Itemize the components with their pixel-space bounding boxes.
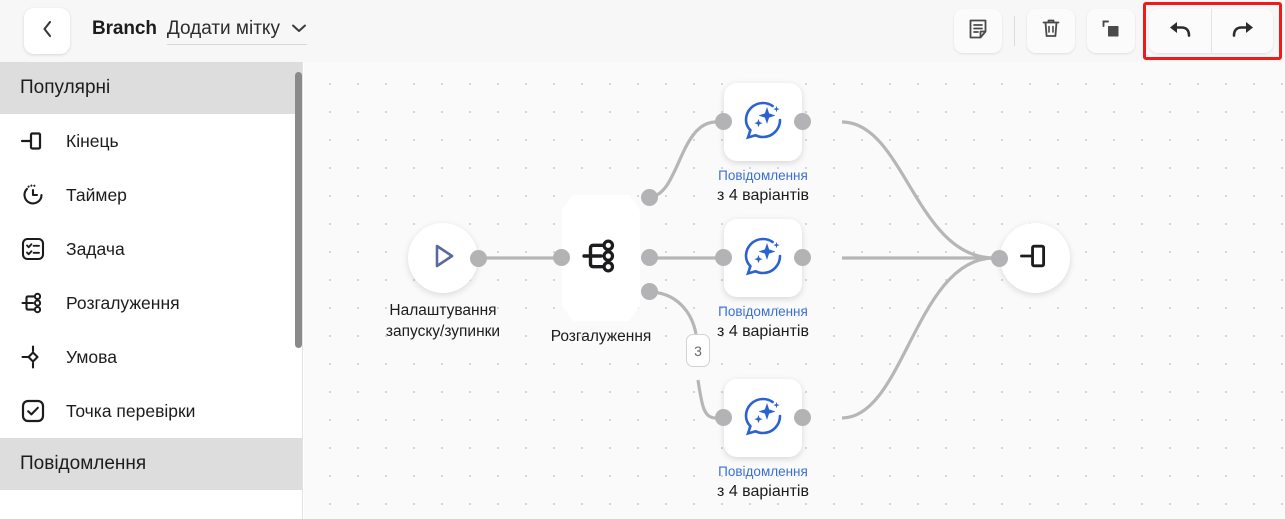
message-bottom-input-port[interactable] [715,409,732,426]
end-input-port[interactable] [991,250,1008,267]
toolbar-divider [1014,16,1015,46]
branch-count-badge[interactable]: 3 [686,334,710,367]
back-button[interactable] [24,8,70,54]
flow-canvas[interactable]: Налаштування запуску/зупинки [304,62,1285,519]
sidebar-item-label: Таймер [66,184,127,205]
sidebar-section-messages: Повідомлення [0,438,302,490]
message-top-output-port[interactable] [794,113,811,130]
note-icon [967,18,989,45]
message-node-body[interactable] [724,379,802,457]
delete-button[interactable] [1027,9,1075,53]
trash-icon [1040,17,1062,45]
redo-button[interactable] [1211,9,1273,53]
node-palette-sidebar[interactable]: Популярні Кінець Таймер [0,62,303,519]
undo-redo-group [1149,9,1273,53]
end-node-icon [1019,240,1051,277]
node-message-bottom[interactable]: Повідомлення з 4 варіантів [715,379,811,500]
timer-clock-icon [20,182,46,208]
node-start[interactable]: Налаштування запуску/зупинки [386,223,500,340]
message-node-body[interactable] [724,219,802,297]
sidebar-item-timer[interactable]: Таймер [0,168,302,222]
sidebar-item-label: Задача [66,238,125,259]
duplicate-button[interactable] [1087,9,1135,53]
node-message-middle[interactable]: Повідомлення з 4 варіантів [715,219,811,340]
add-label-button[interactable]: Додати мітку [166,17,307,45]
sidebar-item-condition[interactable]: Умова [0,330,302,384]
checkpoint-check-icon [20,398,46,424]
branch-output-port-2[interactable] [641,249,658,266]
ai-message-sparkle-icon [739,392,787,445]
sidebar-item-label: Умова [66,346,117,367]
redo-arrow-icon [1230,18,1256,45]
page-title: Branch [92,17,157,39]
task-checklist-icon [20,236,46,262]
sidebar-item-end[interactable]: Кінець [0,114,302,168]
header-toolbar [954,0,1281,62]
message-top-input-port[interactable] [715,113,732,130]
branch-output-port-1[interactable] [641,189,658,206]
start-node-body[interactable] [408,223,478,293]
breadcrumb: Branch Додати мітку [92,18,307,45]
branch-split-icon [580,235,622,282]
sidebar-item-branch[interactable]: Розгалуження [0,276,302,330]
node-branch[interactable]: Розгалуження [551,189,658,345]
start-output-port[interactable] [470,250,487,267]
branch-node-body[interactable] [562,195,640,321]
ai-message-sparkle-icon [739,96,787,149]
undo-button[interactable] [1149,9,1211,53]
message-node-body[interactable] [724,83,802,161]
ai-message-sparkle-icon [739,232,787,285]
add-label-text: Додати мітку [166,17,280,39]
message-middle-output-port[interactable] [794,249,811,266]
branch-output-port-3[interactable] [641,283,658,300]
branch-split-icon [20,290,46,316]
undo-arrow-icon [1167,18,1193,45]
end-node-icon [20,128,46,154]
sidebar-item-label: Розгалуження [66,292,180,313]
chevron-down-icon [291,20,307,38]
message-middle-input-port[interactable] [715,249,732,266]
copy-icon [1100,18,1122,45]
sidebar-item-label: Кінець [66,130,119,151]
sidebar-section-popular: Популярні [0,62,302,114]
node-message-top[interactable]: Повідомлення з 4 варіантів [715,83,811,204]
sidebar-item-task[interactable]: Задача [0,222,302,276]
chevron-left-icon [41,19,54,44]
play-triangle-icon [426,239,460,278]
sidebar-item-checkpoint[interactable]: Точка перевірки [0,384,302,438]
note-button[interactable] [954,9,1002,53]
sidebar-scrollbar[interactable] [295,72,302,348]
message-bottom-output-port[interactable] [794,409,811,426]
node-end[interactable] [991,223,1070,293]
sidebar-item-label: Точка перевірки [66,400,196,421]
condition-diamond-icon [20,344,46,370]
branch-input-port[interactable] [553,249,570,266]
end-node-body[interactable] [1000,223,1070,293]
app-header: Branch Додати мітку [0,0,1285,62]
